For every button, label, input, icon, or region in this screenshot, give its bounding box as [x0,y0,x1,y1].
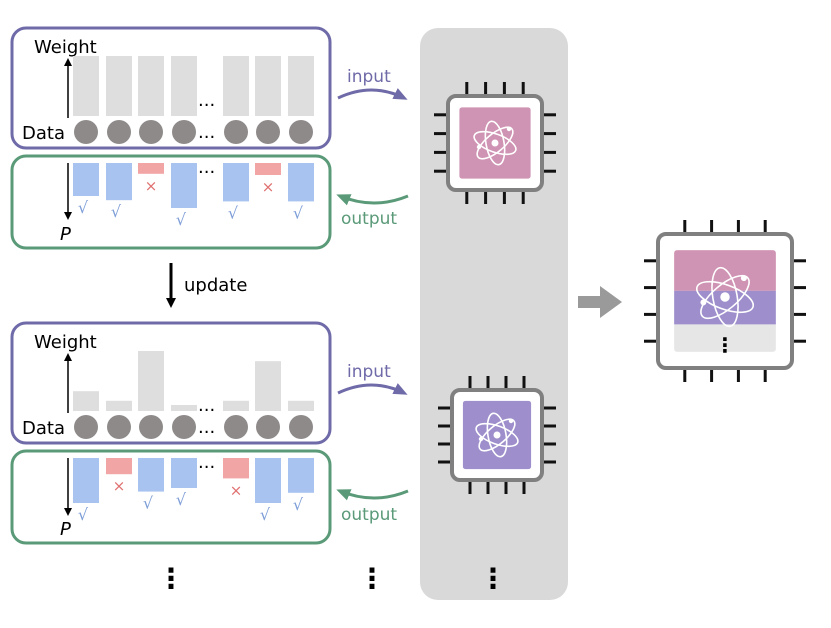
weight-bar [171,405,197,411]
round2: Weight Data ... ... P √ × √ √ × √ √ ... [10,321,332,545]
round2-data-ellipsis: ... [198,417,215,438]
data-dot [172,415,196,439]
atom-icon [475,412,519,458]
correct-prediction-bar [138,458,164,492]
wrong-prediction-bar [255,163,281,175]
atom-icon [473,120,517,166]
output-label-2: output [341,505,397,525]
data-dot [74,120,98,144]
data-dot [224,415,248,439]
data-dot [139,120,163,144]
ellipsis-left: ⋮ [157,562,185,595]
combined-chip-ellipsis: ⋮ [715,333,735,357]
weight-bar [288,56,314,116]
weight-bar [288,400,314,411]
check-mark: √ [293,495,304,514]
round2-weight-bars [73,351,314,411]
check-mark: √ [228,203,239,222]
weight-bar [171,56,197,116]
cross-mark: × [145,177,158,195]
weight-bar [138,351,164,411]
check-mark: √ [143,494,154,513]
round1-data-dots [74,120,313,144]
round2-pred-ellipsis: ... [198,452,215,473]
round1-data-ellipsis: ... [198,122,215,143]
correct-prediction-bar [73,163,99,196]
weight-bar [255,56,281,116]
round2-data-label: Data [22,418,65,439]
check-mark: √ [293,203,304,222]
round1-prediction-bars: √ √ × √ √ × √ [73,163,314,229]
output-arrow-2 [336,489,409,501]
round2-p-label: P [60,519,71,540]
correct-prediction-bar [171,458,197,488]
weight-bar [138,56,164,116]
round1-p-label: P [60,224,71,245]
round1: Weight Data ... ... P √ √ × √ √ × √ ... [10,26,332,250]
data-dot [224,120,248,144]
weight-bar [106,400,132,411]
ellipsis-middle: ⋮ [358,562,386,595]
correct-prediction-bar [223,163,249,202]
output-label-1: output [341,209,397,229]
wrong-prediction-bar [138,163,164,174]
weight-bar [106,56,132,116]
correct-prediction-bar [106,163,132,201]
round1-weight-bars [73,56,314,116]
check-mark: √ [111,202,122,221]
atom-icon [695,266,755,328]
correct-prediction-bar [73,458,99,503]
correct-prediction-bar [255,458,281,503]
data-dot [172,120,196,144]
chip-1 [434,82,556,204]
data-dot [289,415,313,439]
round2-weight-ellipsis: ... [198,395,215,416]
combined-chip: ⋮ [644,220,806,382]
weight-bar [73,391,99,411]
data-dot [256,120,280,144]
round2-data-dots [74,415,313,439]
cross-mark: × [262,178,275,196]
ellipsis-panel: ⋮ [479,562,507,595]
data-dot [107,120,131,144]
weight-bar [223,400,249,411]
check-mark: √ [78,198,89,217]
data-dot [139,415,163,439]
correct-prediction-bar [171,163,197,208]
round2-weight-label: Weight [34,332,97,353]
input-arrow-1 [337,88,408,100]
check-mark: √ [176,210,187,229]
correct-prediction-bar [288,458,314,493]
round1-weight-ellipsis: ... [198,90,215,111]
correct-prediction-bar [288,163,314,202]
chip-die [674,250,776,352]
cross-mark: × [230,481,243,499]
cross-mark: × [113,477,126,495]
round2-weight-box [10,321,332,445]
weight-bar [255,361,281,411]
weight-bar [223,56,249,116]
input-arrow-2 [337,383,408,395]
input-label-1: input [347,67,391,87]
data-dot [74,415,98,439]
round1-data-label: Data [22,123,65,144]
chip-2 [438,376,556,494]
round1-weight-label: Weight [34,37,97,58]
weight-bar [73,56,99,116]
update-label: update [184,275,247,296]
data-dot [256,415,280,439]
round1-pred-ellipsis: ... [198,157,215,178]
wrong-prediction-bar [223,458,249,479]
input-label-2: input [347,362,391,382]
data-dot [107,415,131,439]
wrong-prediction-bar [106,458,132,475]
round2-prediction-bars: √ × √ √ × √ √ [73,458,314,524]
check-mark: √ [260,505,271,524]
data-dot [289,120,313,144]
output-arrow-1 [336,194,409,206]
combine-arrow [578,286,622,318]
check-mark: √ [176,490,187,509]
check-mark: √ [78,505,89,524]
